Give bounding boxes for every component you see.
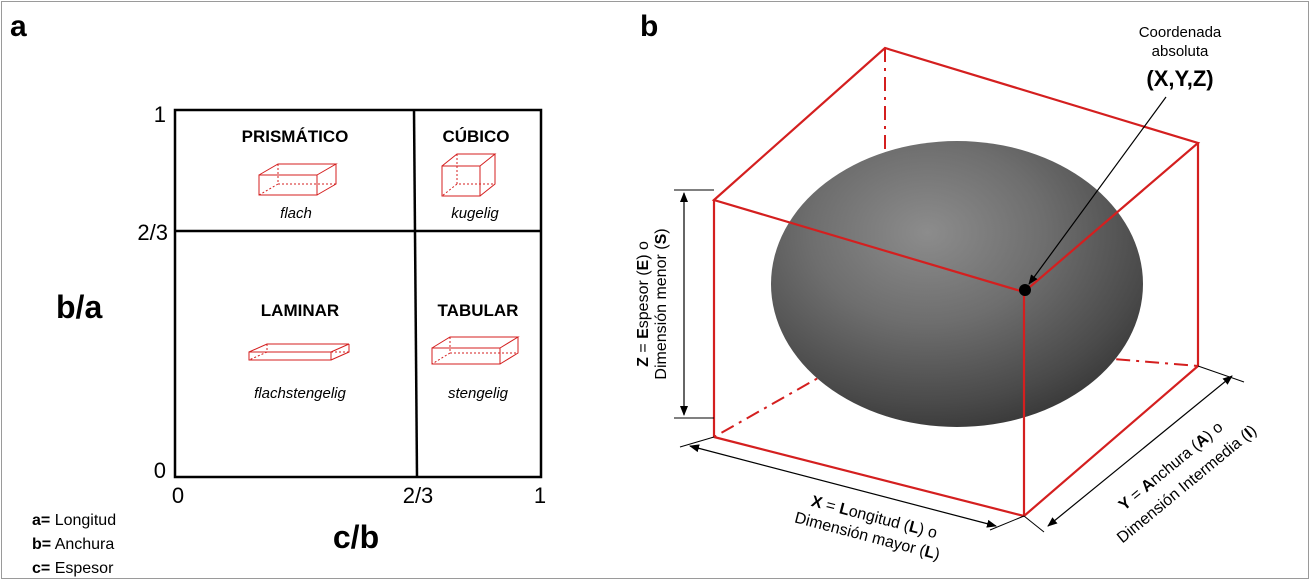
callout-line-1: Coordenada [1139, 24, 1222, 41]
region-laminar-subtitle: flachstengelig [254, 385, 346, 402]
region-cubic-title: CÚBICO [442, 127, 509, 146]
y-axis-title: b/a [56, 289, 102, 325]
region-tabular-title: TABULAR [438, 301, 519, 320]
panel-b-label: b [640, 10, 658, 43]
callout-line-2: absoluta [1152, 43, 1209, 60]
x-tick-1: 1 [534, 483, 546, 508]
region-prismatic-subtitle: flach [280, 205, 312, 222]
region-laminar-title: LAMINAR [261, 301, 339, 320]
y-dimension-arrow [1047, 375, 1233, 527]
y-tick-2-3: 2/3 [137, 220, 168, 245]
z-dimension-label-1: Z = Espesor (E) o [635, 241, 652, 367]
z-dimension-label-2: Dimensión menor (S) [653, 228, 670, 379]
y-tick-1: 1 [154, 102, 166, 127]
x-tick-2-3: 2/3 [403, 483, 434, 508]
laminar-box-icon [248, 343, 350, 361]
grid-line-vertical [412, 109, 419, 478]
z-dimension: Z = Espesor (E) o Dimensión menor (S) [635, 189, 714, 419]
x-dimension-arrow [689, 444, 997, 528]
x-tick-0: 0 [172, 483, 184, 508]
grid-outer-box [173, 108, 543, 479]
x-axis-title: c/b [333, 519, 379, 555]
legend-item-c: c= Espesor [32, 560, 114, 577]
cubic-box-icon [441, 153, 497, 197]
region-prismatic-title: PRISMÁTICO [242, 127, 349, 146]
prismatic-box-icon [258, 163, 338, 196]
shape-classification-grid [173, 108, 543, 479]
callout-coordinates: (X,Y,Z) [1146, 66, 1213, 91]
legend-item-a: a= Longitud [32, 512, 116, 529]
tabular-box-icon [431, 336, 520, 365]
region-tabular-subtitle: stengelig [448, 385, 509, 402]
legend: a= Longitud b= Anchura c= Espesor [32, 512, 116, 577]
absolute-coordinate-point [1019, 284, 1031, 296]
panel-a-label: a [10, 10, 27, 43]
x-dimension: X = Longitud (L) o Dimensión mayor (L) [679, 436, 1025, 564]
region-cubic-subtitle: kugelig [451, 205, 499, 222]
callout-arrow [1028, 96, 1167, 285]
ellipsoid-particle [771, 141, 1143, 427]
y-tick-0: 0 [154, 458, 166, 483]
legend-item-b: b= Anchura [32, 536, 114, 553]
